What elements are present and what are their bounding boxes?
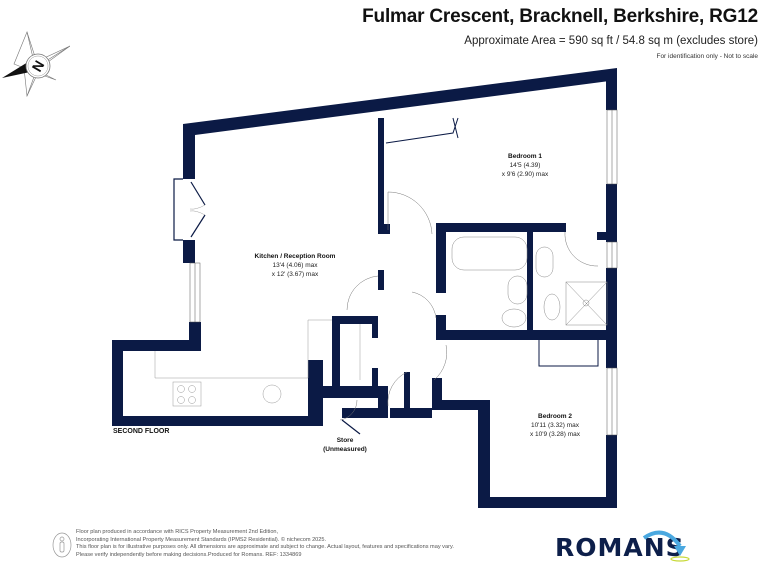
- property-title: Fulmar Crescent, Bracknell, Berkshire, R…: [362, 6, 758, 27]
- room-dimension: (Unmeasured): [323, 446, 367, 453]
- footer-disclaimer: Floor plan produced in accordance with R…: [76, 529, 454, 559]
- footer-line: Please verify independently before makin…: [76, 551, 302, 558]
- romans-logo: Romans: [555, 533, 685, 562]
- room-label-bedroom-2: Bedroom 2 10'11 (3.32) max x 10'9 (3.28)…: [510, 412, 600, 439]
- room-label-bedroom-1: Bedroom 1 14'5 (4.39) x 9'6 (2.90) max: [480, 152, 570, 179]
- scale-disclaimer: For identification only - Not to scale: [656, 53, 758, 60]
- footer-line: Floor plan produced in accordance with R…: [76, 529, 279, 535]
- approximate-area: Approximate Area = 590 sq ft / 54.8 sq m…: [464, 35, 758, 47]
- room-name: Kitchen / Reception Room: [254, 253, 336, 260]
- room-dimension: 10'11 (3.32) max: [530, 422, 580, 429]
- logo-arrow-icon: [642, 530, 690, 562]
- room-label-store: Store (Unmeasured): [315, 436, 375, 454]
- room-label-kitchen: Kitchen / Reception Room 13'4 (4.06) max…: [240, 252, 350, 279]
- room-name: Bedroom 1: [508, 153, 542, 160]
- brand-name: Romans: [555, 533, 685, 562]
- footer-line: Incorporating International Property Mea…: [76, 536, 327, 543]
- person-info-icon: [52, 532, 72, 558]
- floor-label: SECOND FLOOR: [113, 428, 170, 435]
- room-name: Bedroom 2: [538, 413, 572, 420]
- room-dimension: x 10'9 (3.28) max: [529, 431, 580, 438]
- room-name: Store: [336, 437, 354, 444]
- room-dimension: 14'5 (4.39): [509, 162, 541, 169]
- room-dimension: x 12' (3.67) max: [271, 271, 319, 278]
- compass-north-icon: N: [2, 31, 70, 98]
- footer-line: This floor plan is for illustrative purp…: [76, 544, 454, 550]
- room-dimension: 13'4 (4.06) max: [272, 262, 318, 269]
- room-dimension: x 9'6 (2.90) max: [501, 171, 549, 178]
